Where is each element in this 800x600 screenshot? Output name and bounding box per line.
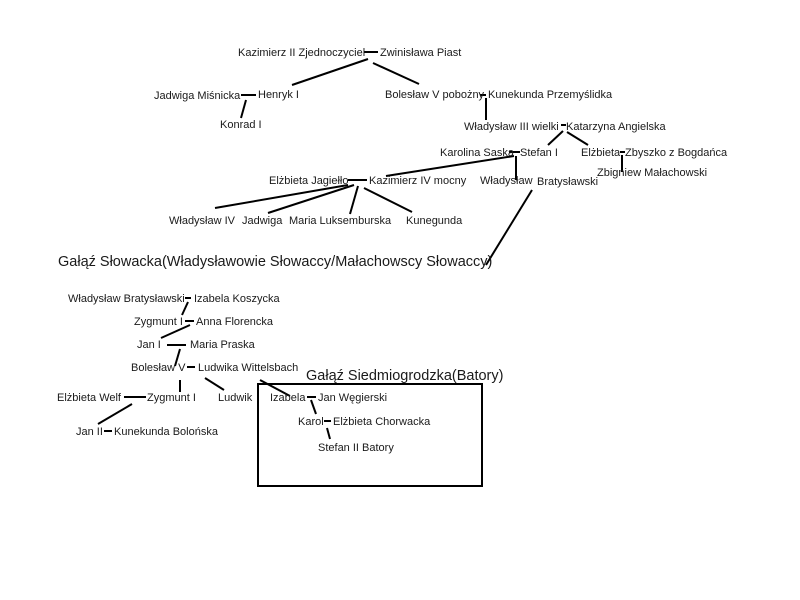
person-wladyslaw-iii: Władysław III wielki: [464, 121, 559, 133]
descent-line-to-stefan-ii: [326, 427, 331, 440]
descent-line-to-slovak-branch: [485, 189, 533, 266]
descent-line-to-henryk: [291, 58, 369, 86]
person-jan-ii: Jan II: [76, 426, 103, 438]
person-boleslaw-v: Bolesław V: [131, 362, 186, 374]
transylvanian-branch-heading: Gałąź Siedmiogrodzka(Batory): [306, 368, 503, 384]
person-karol: Karol: [298, 416, 324, 428]
person-ludwik: Ludwik: [218, 392, 253, 404]
connectors: [97, 51, 625, 440]
person-ludwika-wittelsbach: Ludwika Wittelsbach: [198, 362, 298, 374]
person-elzbieta-chorwacka: Elżbieta Chorwacka: [333, 416, 431, 428]
person-izabela-koszycka: Izabela Koszycka: [194, 293, 280, 305]
descent-line-to-ludwik: [204, 377, 225, 391]
person-zygmunt-i: Zygmunt I: [134, 316, 183, 328]
person-kunekunda-bolonska: Kunekunda Bolońska: [114, 426, 219, 438]
person-henryk-i: Henryk I: [258, 89, 299, 101]
person-anna-florencka: Anna Florencka: [196, 316, 274, 328]
person-stefan-i: Stefan I: [520, 147, 558, 159]
descent-line-to-izabela: [259, 379, 291, 397]
person-wladyslaw-iv: Władysław IV: [169, 215, 236, 227]
descent-line-to-boleslaw-v: [174, 348, 181, 367]
person-kunekunda-przemyslidka: Kunekunda Przemyślidka: [488, 89, 613, 101]
person-maria-praska: Maria Praska: [190, 339, 256, 351]
descent-line-to-kazimierz-iv: [385, 155, 515, 177]
person-nodes: Kazimierz II Zjednoczyciel Zwinisława Pi…: [57, 47, 728, 454]
descent-line-to-boleslaw-pobozny: [372, 62, 420, 85]
person-stefan-ii-batory: Stefan II Batory: [318, 442, 394, 454]
person-karolina-saska: Karolina Saska: [440, 147, 515, 159]
person-wladyslaw: Władysław: [480, 175, 533, 187]
transylvanian-branch-box: [257, 383, 483, 487]
descent-line-to-karol: [310, 399, 317, 415]
descent-line-to-stefan-i: [547, 130, 564, 146]
descent-line-to-jan-i: [160, 324, 191, 339]
descent-line-to-wladyslaw-iv: [214, 184, 349, 209]
person-elzbieta-jagiello: Elżbieta Jagiełło: [269, 175, 349, 187]
slovak-branch-heading: Gałąź Słowacka(Władysławowie Słowaccy/Ma…: [58, 254, 492, 270]
person-zbyszko: Zbyszko z Bogdańca: [625, 147, 728, 159]
person-katarzyna-angielska: Katarzyna Angielska: [566, 121, 667, 133]
person-zygmunt-i-welf: Zygmunt I: [147, 392, 196, 404]
descent-line-to-jan-ii: [97, 403, 133, 425]
person-elzbieta: Elżbieta: [581, 147, 621, 159]
person-jan-i: Jan I: [137, 339, 161, 351]
person-zwinislawa: Zwinisława Piast: [380, 47, 461, 59]
person-jan-wegierski: Jan Węgierski: [318, 392, 387, 404]
person-jadwiga: Jadwiga: [242, 215, 283, 227]
person-konrad-i: Konrad I: [220, 119, 262, 131]
person-kunegunda: Kunegunda: [406, 215, 463, 227]
person-zbigniew-malachowski: Zbigniew Małachowski: [597, 167, 707, 179]
descent-line-to-kunegunda: [363, 187, 413, 213]
descent-line-to-jadwiga: [267, 184, 355, 214]
person-izabela: Izabela: [270, 392, 306, 404]
person-boleslaw-v-pobozny: Bolesław V pobożny: [385, 89, 485, 101]
person-kazimierz-iv: Kazimierz IV mocny: [369, 175, 467, 187]
person-wladyslaw-bratyslawski: Władysław Bratysławski: [68, 293, 185, 305]
descent-line-to-maria-luksemburska: [349, 185, 359, 215]
descent-line-to-elzbieta: [566, 131, 589, 146]
descent-line-to-zygmunt-i: [181, 301, 189, 316]
descent-line-to-konrad: [240, 99, 247, 119]
person-elzbieta-welf: Elżbieta Welf: [57, 392, 122, 404]
person-kazimierz-ii: Kazimierz II Zjednoczyciel: [238, 47, 365, 59]
person-bratyslawski: Bratysławski: [537, 176, 598, 188]
person-maria-luksemburska: Maria Luksemburska: [289, 215, 392, 227]
person-jadwiga-misnicka: Jadwiga Miśnicka: [154, 90, 241, 102]
